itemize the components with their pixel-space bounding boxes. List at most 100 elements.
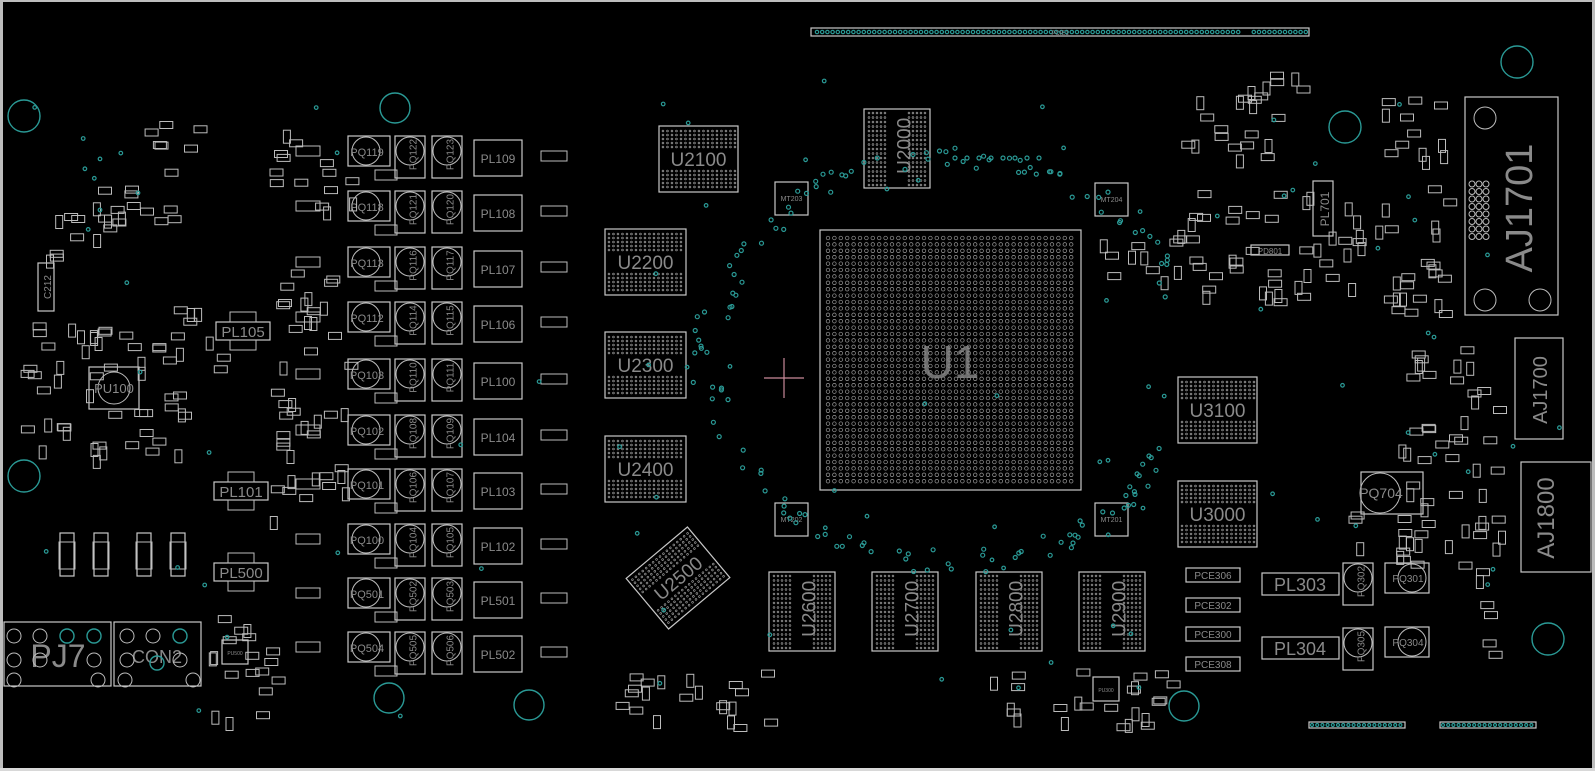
bga-ball [896, 466, 901, 471]
bga-ball [705, 568, 708, 572]
bga-ball [998, 421, 1003, 426]
memory-chip-u2000[interactable]: U2000 [863, 108, 931, 189]
bga-ball [1086, 601, 1090, 605]
bga-ball [784, 610, 788, 614]
bga-ball [1243, 492, 1247, 496]
bga-ball [661, 169, 665, 173]
bga-ball [679, 169, 683, 173]
power-connector-pj7[interactable]: PJ7 [3, 621, 112, 687]
gpu-u1[interactable]: U1 [819, 229, 1082, 491]
pin-hole [6, 652, 22, 668]
bga-ball [979, 351, 984, 356]
pin-hole [1475, 225, 1483, 233]
bga-ball [661, 240, 665, 244]
small-ic-label: PU300 [1098, 688, 1114, 694]
memory-chip-u2400[interactable]: U2400 [604, 435, 687, 503]
bga-ball [857, 255, 863, 260]
bga-ball [919, 619, 923, 623]
bga-ball [1134, 646, 1138, 650]
bga-ball [625, 491, 629, 495]
via [716, 434, 722, 440]
bga-ball [1221, 532, 1224, 536]
memory-chip-u2900[interactable]: U2900 [1078, 571, 1146, 652]
bga-ball [784, 601, 788, 605]
power-connector-con2[interactable]: CON2 [113, 621, 202, 687]
header-pin [1351, 722, 1356, 728]
bga-ball [1225, 384, 1229, 388]
bga-ball [688, 598, 692, 601]
mosfet-label: PQ110 [409, 362, 420, 393]
bga-ball [1043, 248, 1048, 253]
bga-ball [992, 274, 997, 279]
smd-passive [1422, 370, 1437, 379]
bga-ball [928, 351, 933, 356]
bga-ball [928, 395, 933, 401]
memory-chip-u2700[interactable]: U2700 [871, 571, 939, 652]
via [684, 364, 690, 370]
bga-ball [776, 579, 780, 582]
bga-ball [857, 472, 863, 477]
pcie-pin [825, 29, 830, 35]
bga-ball [911, 143, 915, 146]
bga-ball [712, 562, 715, 566]
bga-ball [1035, 592, 1039, 596]
bga-ball [607, 335, 611, 339]
pcie-pin [1209, 29, 1215, 35]
bga-ball [845, 479, 850, 484]
bga-ball [1130, 601, 1134, 605]
bga-ball [701, 592, 705, 595]
smd-passive [278, 299, 292, 307]
bga-ball [652, 339, 656, 343]
connector-aj1800[interactable]: AJ1800 [1520, 461, 1592, 573]
bga-ball [1189, 536, 1193, 540]
memory-chip-u2200[interactable]: U2200 [604, 228, 687, 296]
smd-passive [234, 626, 249, 635]
bga-ball [661, 491, 665, 495]
bga-ball [648, 375, 651, 379]
memory-chip-u3000[interactable]: U3000 [1177, 480, 1258, 548]
bga-ball [909, 472, 914, 477]
capacitor-pce302: PCE302 [1185, 597, 1241, 613]
smd-passive [1209, 272, 1223, 281]
bga-ball [1027, 628, 1031, 632]
bga-ball [772, 597, 776, 600]
bga-ball [1049, 427, 1055, 433]
bga-ball [1037, 408, 1042, 413]
bga-ball [934, 389, 939, 394]
bga-ball [941, 376, 946, 381]
bga-ball [651, 561, 655, 564]
connector-aj1700[interactable]: AJ1700 [1514, 337, 1564, 440]
bga-ball [1031, 601, 1035, 605]
pwm-controller-pu100[interactable]: PU100 [88, 366, 140, 410]
memory-chip-u2600[interactable]: U2600 [768, 571, 836, 652]
bga-ball [1024, 338, 1029, 343]
bga-ball [1098, 601, 1102, 605]
bga-ball [1043, 255, 1048, 260]
connector-aj1701[interactable]: AJ1701 [1464, 96, 1559, 316]
memory-chip-u2500[interactable]: U2500 [625, 526, 731, 630]
bga-ball [733, 137, 737, 141]
pcie-pin [981, 29, 986, 35]
bga-ball [612, 375, 615, 379]
bga-ball [679, 383, 683, 387]
bga-ball [1062, 440, 1067, 445]
bga-ball [1011, 319, 1016, 324]
bga-ball [1005, 357, 1010, 362]
bga-ball [883, 592, 887, 596]
bga-ball [1230, 488, 1233, 492]
memory-chip-u2300[interactable]: U2300 [604, 331, 687, 399]
bga-ball [998, 344, 1003, 349]
via [1017, 157, 1023, 163]
bga-ball [941, 363, 946, 369]
memory-chip-u2800[interactable]: U2800 [975, 571, 1043, 652]
mosfet-outline [431, 190, 463, 234]
smd-passive [1160, 276, 1169, 291]
memory-chip-u2100[interactable]: U2100 [658, 125, 739, 193]
bga-ball [909, 344, 914, 349]
bga-ball [979, 619, 983, 623]
bga-ball [1017, 376, 1023, 381]
smd-passive [1401, 273, 1416, 282]
memory-chip-u3100[interactable]: U3100 [1177, 376, 1258, 444]
